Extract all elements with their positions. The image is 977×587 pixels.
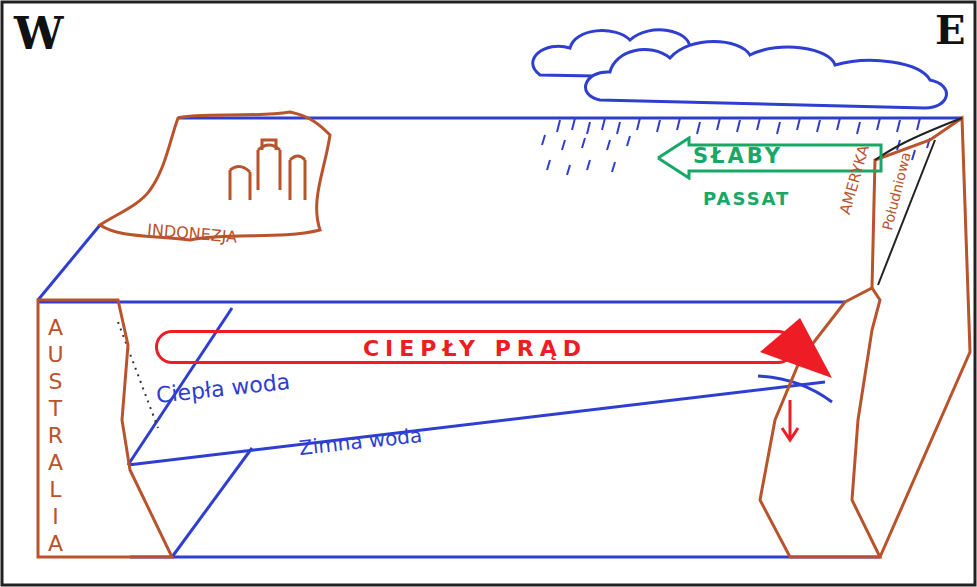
node-text: PASSAT [703, 190, 790, 208]
compass-letter: E [935, 10, 966, 50]
land-name: Południowa [880, 151, 913, 232]
node-text: CIEPŁY PRĄD [158, 338, 792, 360]
land-name: INDONEZJA [147, 222, 238, 246]
water-label: Zimna woda [298, 425, 423, 458]
land-name: AMERYKA [838, 144, 872, 217]
arrow-shape [658, 138, 881, 178]
water-label: Ciepła woda [155, 371, 291, 407]
land [38, 112, 970, 557]
compass-letter: W [14, 12, 63, 56]
ocean-block [38, 118, 962, 557]
current-arrowhead [760, 318, 832, 378]
land-name: AUSTRALIA [44, 315, 66, 558]
cloud [533, 30, 947, 108]
current-band: CIEPŁY PRĄD [155, 330, 795, 364]
downwelling-arrow [782, 400, 798, 440]
node-text: SŁABY [693, 146, 783, 167]
